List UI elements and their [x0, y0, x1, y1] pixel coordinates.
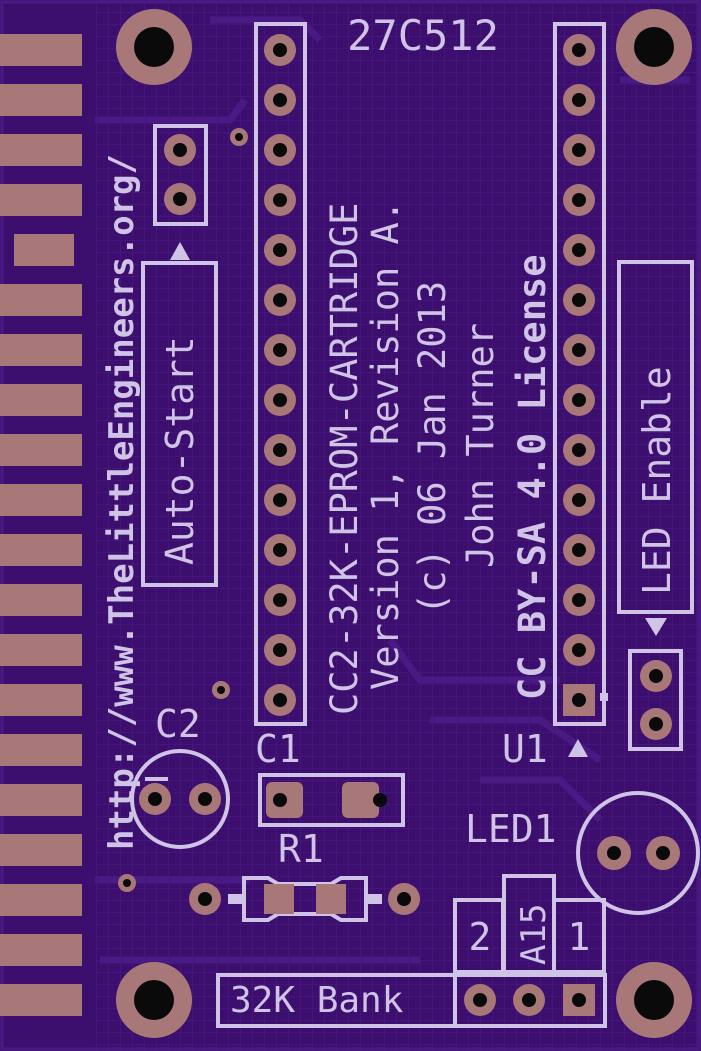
u1-socket-left-outline — [254, 22, 307, 726]
c1-pads — [266, 782, 387, 818]
edge-pad — [0, 834, 82, 866]
edge-pad — [0, 134, 82, 166]
auto-start-jumper[interactable] — [164, 134, 196, 215]
vias — [118, 128, 248, 892]
u1-left-pins — [264, 34, 296, 716]
c1-label: C1 — [255, 727, 301, 771]
edge-pad — [0, 184, 82, 216]
website-url: http://www.TheLittleEngineers.org/ — [102, 154, 142, 850]
led-enable-arrow-icon — [645, 618, 667, 636]
bank-select-jumper[interactable] — [464, 984, 595, 1016]
r1-label: R1 — [278, 827, 324, 871]
edge-pad — [0, 434, 82, 466]
bank-jumper-label-1: 1 — [568, 915, 591, 959]
pin1-marker — [600, 693, 608, 701]
edge-pad — [0, 384, 82, 416]
auto-start-label-box — [141, 261, 218, 587]
edge-pad — [0, 734, 82, 766]
c2-pads — [139, 783, 221, 815]
ground-plane-hatch — [95, 0, 701, 1051]
edge-pad — [0, 84, 82, 116]
led1-pads — [597, 836, 680, 870]
bank-jumper-box-1 — [552, 898, 606, 974]
edge-pad — [0, 34, 82, 66]
edge-pad — [0, 684, 82, 716]
edge-pad — [0, 534, 82, 566]
bank-label-box — [216, 973, 607, 1028]
led-enable-jumper-outline — [628, 649, 683, 751]
edge-pad — [0, 484, 82, 516]
edge-pad — [0, 334, 82, 366]
c2-label: C2 — [155, 702, 201, 746]
c2-outline — [130, 749, 230, 849]
bank-jumper-label-a15: A15 — [514, 904, 554, 965]
edge-pad — [0, 984, 82, 1016]
led1-outline — [576, 791, 700, 915]
edge-pad — [0, 934, 82, 966]
bank-jumper-label-2: 2 — [469, 915, 492, 959]
c1-outline — [258, 773, 405, 827]
u1-right-pins — [563, 34, 595, 716]
auto-start-arrow-icon — [170, 242, 190, 260]
license-text: CC BY-SA 4.0 License — [511, 254, 554, 700]
led-enable-label: LED Enable — [635, 366, 679, 595]
auto-start-label: Auto-Start — [158, 336, 202, 565]
title-line-2: Version 1, Revision A. — [364, 200, 407, 690]
led-enable-jumper[interactable] — [640, 660, 672, 740]
u1-pin1-arrow-icon — [568, 739, 588, 757]
auto-start-jumper-outline — [153, 124, 208, 226]
edge-pad — [0, 784, 82, 816]
edge-pad-short — [14, 234, 74, 266]
u1-label: U1 — [502, 727, 548, 771]
edge-pad — [0, 284, 82, 316]
u1-socket-right-outline — [553, 22, 606, 726]
bank-label: 32K Bank — [230, 980, 404, 1021]
led1-label: LED1 — [465, 807, 557, 851]
title-line-4: John Turner — [459, 323, 502, 568]
edge-connector — [0, 34, 82, 1016]
chip-part-label: 27C512 — [347, 11, 499, 60]
led-enable-label-box — [617, 260, 694, 614]
edge-pad — [0, 884, 82, 916]
edge-pad — [0, 634, 82, 666]
edge-pad — [0, 584, 82, 616]
title-line-1: CC2-32K-EPROM-CARTRIDGE — [323, 203, 366, 715]
mounting-holes — [116, 9, 692, 1038]
title-line-3: (c) 06 Jan 2013 — [411, 281, 454, 615]
r1-resistor — [189, 876, 420, 922]
